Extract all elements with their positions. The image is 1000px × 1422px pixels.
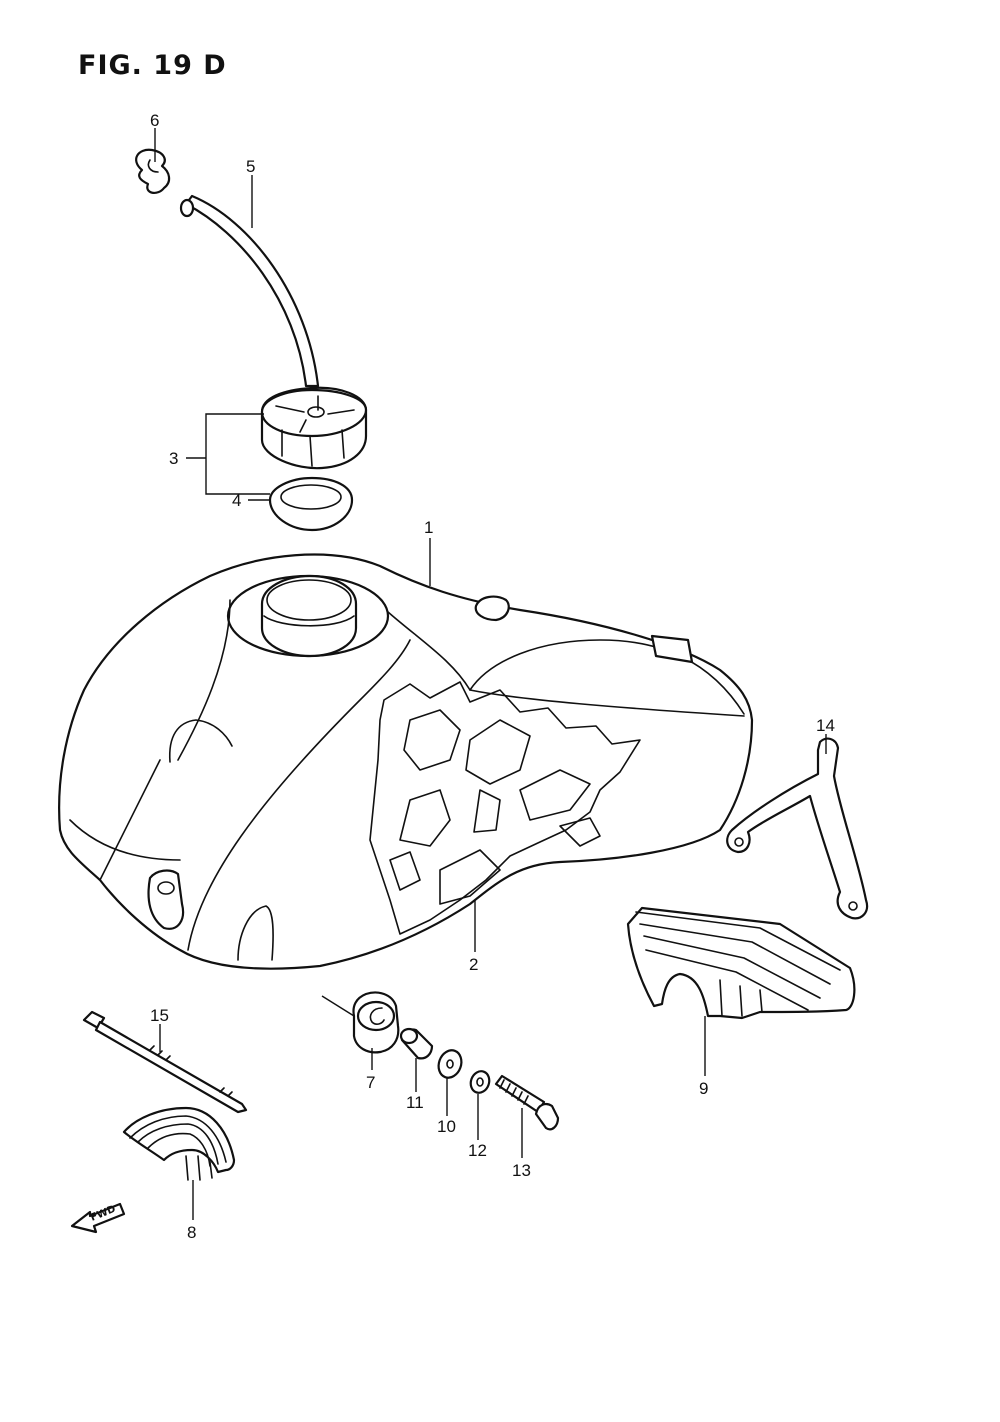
part-6-clip[interactable] [135, 148, 171, 194]
callout-15[interactable]: 15 [150, 1006, 169, 1025]
part-1-fuel-tank[interactable] [58, 553, 754, 970]
callout-14[interactable]: 14 [816, 716, 835, 735]
callout-8[interactable]: 8 [187, 1223, 196, 1242]
part-11-collar[interactable] [399, 1027, 434, 1060]
callout-5[interactable]: 5 [246, 157, 255, 176]
part-12-washer[interactable] [468, 1069, 492, 1096]
part-15-cable-tie[interactable] [82, 1010, 248, 1114]
part-8-cushion[interactable] [122, 1106, 236, 1181]
callout-9[interactable]: 9 [699, 1079, 708, 1098]
part-4-cap-gasket[interactable] [268, 476, 354, 532]
callout-13[interactable]: 13 [512, 1161, 531, 1180]
callout-4[interactable]: 4 [232, 491, 241, 510]
part-14-bracket[interactable] [726, 737, 869, 920]
callout-11[interactable]: 11 [406, 1093, 424, 1112]
callout-1[interactable]: 1 [424, 518, 433, 537]
callout-6[interactable]: 6 [150, 111, 159, 130]
callout-12[interactable]: 12 [468, 1141, 487, 1160]
fwd-arrow-icon: FWD [70, 1202, 126, 1234]
callout-numbers: 6 5 3 4 1 2 14 9 7 11 10 12 13 15 8 [150, 111, 835, 1242]
part-13-bolt[interactable] [494, 1074, 560, 1131]
part-7-grommet[interactable] [352, 991, 400, 1054]
callout-10[interactable]: 10 [437, 1117, 456, 1136]
part-9-rubber-cover[interactable] [626, 906, 856, 1020]
callout-2[interactable]: 2 [469, 955, 478, 974]
part-10-washer[interactable] [435, 1047, 465, 1081]
part-3-fuel-cap[interactable] [260, 386, 368, 470]
part-5-breather-hose[interactable] [179, 194, 320, 388]
callout-3[interactable]: 3 [169, 449, 178, 468]
callout-7[interactable]: 7 [366, 1073, 375, 1092]
leader-lines [154, 128, 827, 1220]
figure-title: FIG. 19 D [78, 50, 227, 81]
part-2-emblem[interactable] [369, 681, 641, 935]
